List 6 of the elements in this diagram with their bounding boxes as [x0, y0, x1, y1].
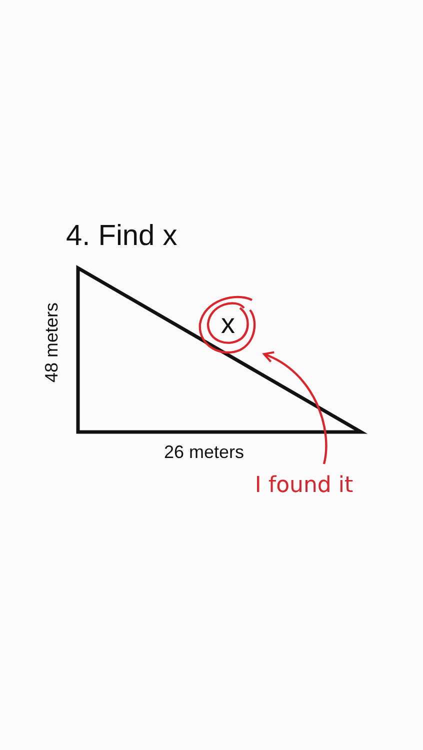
dimension-label: 48 meters — [42, 302, 63, 383]
title: 4. Find x — [66, 220, 178, 253]
dimension-label: 26 meters — [164, 442, 244, 463]
variable-label: x — [221, 310, 235, 338]
handwritten-note: I found it — [254, 472, 354, 498]
arrow — [263, 352, 328, 464]
